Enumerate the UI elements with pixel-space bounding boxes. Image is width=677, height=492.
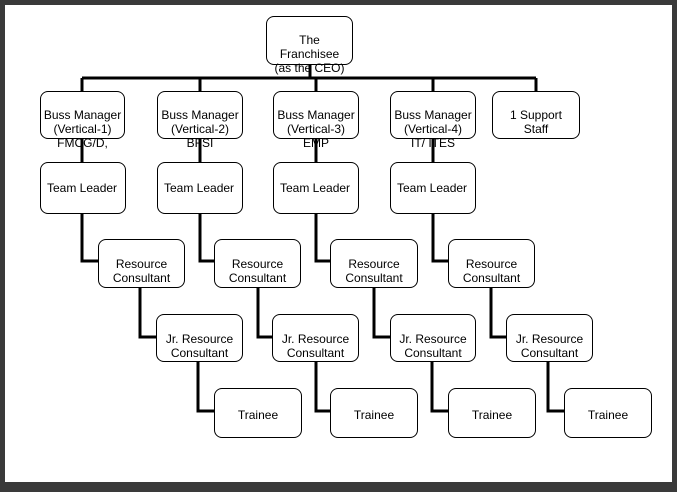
node-buss-manager-3: Buss Manager (Vertical-3) EMP <box>273 91 359 150</box>
node-trainee-1: Trainee <box>214 388 302 438</box>
node-team-leader-4: Team Leader <box>390 162 476 214</box>
node-jr-resource-consultant-2: Jr. Resource Consultant <box>272 314 359 362</box>
node-trainee-3-label: Trainee <box>471 408 513 422</box>
node-resource-consultant-3-label: Resource Consultant <box>345 257 403 285</box>
connector-rc-jr-2 <box>256 288 272 339</box>
connector-jr-tr-2 <box>314 362 330 413</box>
node-resource-consultant-4: Resource Consultant <box>448 239 535 288</box>
node-trainee-3: Trainee <box>448 388 536 438</box>
node-resource-consultant-4-label: Resource Consultant <box>462 257 521 285</box>
node-jr-resource-consultant-2-label: Jr. Resource Consultant <box>281 332 350 360</box>
node-resource-consultant-3: Resource Consultant <box>330 239 418 288</box>
connector-rc-jr-4 <box>489 288 506 339</box>
node-team-leader-3-label: Team Leader <box>280 181 351 195</box>
connector-tl-rc-1 <box>80 214 98 263</box>
connector-rc-jr-1 <box>138 288 156 339</box>
node-franchisee-label: The Franchisee (as the CEO) <box>274 33 345 75</box>
node-resource-consultant-1: Resource Consultant <box>98 239 185 288</box>
connector-tl-rc-2 <box>198 214 214 263</box>
node-team-leader-2-label: Team Leader <box>164 181 235 195</box>
node-trainee-2: Trainee <box>330 388 418 438</box>
node-trainee-4-label: Trainee <box>587 408 629 422</box>
node-buss-manager-3-label: Buss Manager (Vertical-3) EMP <box>277 108 355 150</box>
node-support-staff: 1 Support Staff <box>492 91 580 139</box>
node-team-leader-1: Team Leader <box>40 162 126 214</box>
node-team-leader-1-label: Team Leader <box>47 181 118 195</box>
node-team-leader-3: Team Leader <box>273 162 359 214</box>
node-jr-resource-consultant-3-label: Jr. Resource Consultant <box>399 332 467 360</box>
node-resource-consultant-2-label: Resource Consultant <box>228 257 287 285</box>
connector-jr-tr-4 <box>546 362 564 413</box>
node-buss-manager-4: Buss Manager (Vertical-4) IT/ ITES <box>390 91 476 150</box>
node-jr-resource-consultant-3: Jr. Resource Consultant <box>390 314 476 362</box>
node-trainee-1-label: Trainee <box>237 408 279 422</box>
connector-rc-jr-3 <box>372 288 390 339</box>
node-trainee-4: Trainee <box>564 388 652 438</box>
node-resource-consultant-2: Resource Consultant <box>214 239 301 288</box>
node-team-leader-4-label: Team Leader <box>397 181 468 195</box>
node-resource-consultant-1-label: Resource Consultant <box>112 257 171 285</box>
node-trainee-2-label: Trainee <box>353 408 395 422</box>
connector-tl-rc-3 <box>314 214 330 263</box>
connector-jr-tr-3 <box>430 362 448 413</box>
node-franchisee: The Franchisee (as the CEO) <box>266 16 353 75</box>
node-buss-manager-2-label: Buss Manager (Vertical-2) BFSI <box>161 108 239 150</box>
node-support-staff-label: 1 Support Staff <box>509 108 563 136</box>
node-jr-resource-consultant-1: Jr. Resource Consultant <box>156 314 243 362</box>
node-buss-manager-1-label: Buss Manager (Vertical-1) FMCG/D, <box>43 108 122 150</box>
connector-tl-rc-4 <box>431 214 448 263</box>
connector-lines <box>80 65 564 413</box>
node-buss-manager-4-label: Buss Manager (Vertical-4) IT/ ITES <box>394 108 472 150</box>
node-buss-manager-1: Buss Manager (Vertical-1) FMCG/D, <box>40 91 125 150</box>
connector-jr-tr-1 <box>196 362 214 413</box>
node-jr-resource-consultant-4-label: Jr. Resource Consultant <box>515 332 584 360</box>
node-jr-resource-consultant-1-label: Jr. Resource Consultant <box>165 332 234 360</box>
node-team-leader-2: Team Leader <box>157 162 243 214</box>
node-jr-resource-consultant-4: Jr. Resource Consultant <box>506 314 593 362</box>
node-buss-manager-2: Buss Manager (Vertical-2) BFSI <box>157 91 243 150</box>
